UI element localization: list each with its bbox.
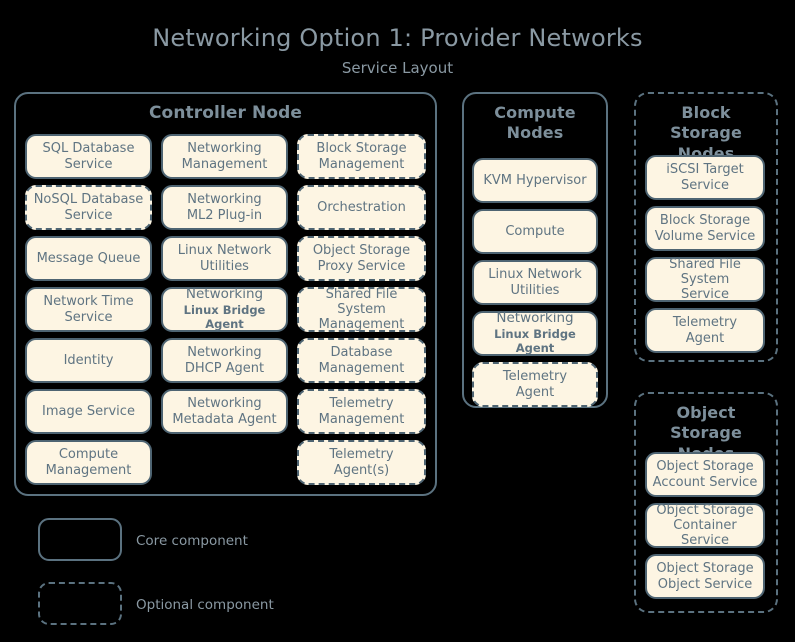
component-label-secondary: Service: [64, 156, 113, 172]
page-subtitle: Service Layout: [341, 59, 454, 77]
component-label-secondary: Service: [64, 207, 113, 223]
component-label-secondary: Container Service: [673, 517, 737, 549]
component-label-primary: SQL Database: [42, 141, 135, 157]
component-label-secondary: Agent(s): [333, 462, 390, 478]
component-label-secondary: Management: [318, 317, 405, 333]
legend-core-swatch: [38, 518, 122, 561]
component-box[interactable]: KVM Hypervisor: [472, 158, 598, 203]
component-box[interactable]: Identity: [25, 338, 152, 383]
component-box[interactable]: Compute: [472, 209, 598, 254]
component-label-primary: Networking: [496, 310, 574, 327]
component-label-secondary: DHCP Agent: [184, 360, 265, 376]
component-label-secondary: Utilities: [200, 258, 249, 274]
component-box[interactable]: Image Service: [25, 389, 152, 434]
component-label-primary: Linux Network: [177, 243, 272, 259]
component-label-secondary: Account Service: [652, 474, 758, 490]
component-label-secondary: ML2 Plug-in: [186, 207, 263, 223]
component-label-primary: Object Storage: [312, 243, 411, 259]
legend-optional-label: Optional component: [136, 597, 274, 613]
component-label-secondary: Service: [680, 177, 730, 193]
component-label-primary: Orchestration: [317, 199, 406, 215]
component-label-primary: Networking: [187, 192, 262, 208]
component-label-primary: Image Service: [42, 403, 135, 419]
component-label-primary: Object Storage: [656, 459, 754, 475]
component-label-primary: Networking: [187, 345, 262, 361]
component-label-primary: NoSQL Database: [33, 192, 144, 208]
component-label-primary: Block Storage: [316, 141, 407, 157]
page-title: Networking Option 1: Provider Networks: [152, 24, 643, 52]
component-label-primary: Networking: [187, 396, 262, 412]
component-label-secondary: Service: [64, 309, 113, 325]
component-label-secondary: Management: [181, 156, 268, 172]
legend-core-label: Core component: [136, 533, 248, 549]
component-label-primary: iSCSI Target: [666, 162, 744, 178]
component-label-primary: Identity: [63, 352, 114, 368]
component-label-secondary: Management: [318, 360, 405, 376]
component-label-primary: Telemetry: [329, 447, 394, 463]
component-label-secondary: Volume Service: [654, 228, 756, 244]
component-label-primary: Compute: [505, 223, 565, 239]
component-label-primary: Networking: [187, 141, 262, 157]
component-label-primary: Networking: [185, 286, 264, 303]
component-label-primary: Linux Network: [488, 267, 582, 283]
component-label-secondary: Utilities: [510, 282, 560, 298]
component-label-secondary: Linux Bridge Agent: [183, 303, 266, 331]
component-box[interactable]: Orchestration: [297, 185, 426, 230]
component-label-primary: Block Storage: [659, 213, 751, 229]
node-title: Compute Nodes: [494, 103, 576, 143]
node-title: Controller Node: [148, 103, 303, 123]
component-label-primary: Telemetry: [329, 396, 394, 412]
component-label-primary: Compute: [58, 447, 119, 463]
component-label-secondary: Linux Bridge Agent: [494, 327, 576, 355]
legend-optional-swatch: [38, 582, 122, 625]
component-label-primary: Telemetry: [502, 369, 568, 385]
component-label-secondary: Agent: [685, 330, 725, 346]
component-label-primary: Shared File System: [325, 286, 398, 317]
component-label-secondary: Object Service: [657, 576, 753, 592]
component-box[interactable]: Message Queue: [25, 236, 152, 281]
component-label-secondary: Service: [680, 287, 730, 303]
component-label-primary: Object Storage: [656, 502, 754, 518]
component-label-primary: Telemetry: [672, 315, 738, 331]
component-label-primary: Network Time: [43, 294, 134, 310]
component-label-primary: Database: [330, 345, 393, 361]
component-label-primary: KVM Hypervisor: [483, 172, 587, 188]
component-label-secondary: Management: [45, 462, 132, 478]
component-label-primary: Message Queue: [36, 250, 141, 266]
component-label-secondary: Metadata Agent: [172, 411, 277, 427]
component-label-primary: Shared File System: [669, 256, 741, 287]
component-label-secondary: Management: [318, 156, 405, 172]
component-label-secondary: Management: [318, 411, 405, 427]
component-label-primary: Object Storage: [656, 561, 754, 577]
component-label-secondary: Proxy Service: [317, 258, 406, 274]
component-label-secondary: Agent: [515, 384, 555, 400]
